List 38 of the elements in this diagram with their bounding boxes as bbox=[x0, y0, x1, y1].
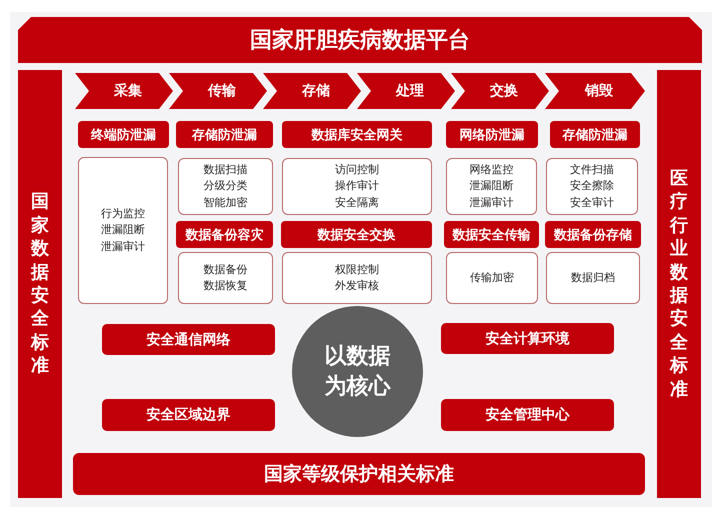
capability-bar: 安全计算环境 bbox=[441, 323, 614, 354]
base-standard-bar: 国家等级保护相关标准 bbox=[73, 453, 645, 495]
feature-item: 泄漏审计 bbox=[101, 238, 145, 255]
category-header: 数据备份存储 bbox=[545, 221, 641, 248]
feature-item: 泄漏审计 bbox=[470, 194, 514, 211]
category-header: 数据安全交换 bbox=[281, 221, 432, 248]
feature-item: 访问控制 bbox=[335, 162, 379, 178]
category-header: 存储防泄漏 bbox=[176, 121, 273, 148]
category-header: 数据安全传输 bbox=[444, 221, 539, 248]
feature-item: 泄漏阻断 bbox=[470, 178, 514, 194]
feature-item: 分级分类 bbox=[204, 178, 248, 194]
feature-item: 泄漏阻断 bbox=[101, 222, 145, 238]
feature-item: 数据扫描 bbox=[204, 162, 248, 178]
capability-bar: 安全区域边界 bbox=[102, 399, 275, 431]
feature-item: 行为监控 bbox=[101, 206, 145, 222]
capability-bar: 安全通信网络 bbox=[102, 324, 275, 355]
category-header: 网络防泄漏 bbox=[446, 121, 538, 148]
title-banner: 国家肝胆疾病数据平台 bbox=[18, 17, 702, 63]
feature-item: 安全隔离 bbox=[335, 194, 379, 211]
capability-bar: 安全管理中心 bbox=[441, 399, 614, 431]
feature-item: 数据恢复 bbox=[204, 278, 248, 294]
feature-item: 传输加密 bbox=[470, 270, 514, 286]
feature-item: 数据归档 bbox=[571, 270, 615, 286]
feature-item: 智能加密 bbox=[204, 194, 248, 211]
feature-item: 数据备份 bbox=[204, 262, 248, 278]
feature-item: 网络监控 bbox=[470, 162, 514, 178]
category-header: 存储防泄漏 bbox=[550, 121, 640, 148]
category-header: 终端防泄漏 bbox=[78, 121, 169, 148]
feature-item: 权限控制 bbox=[335, 262, 379, 278]
side-standard-banner: 国家数据安全标准 bbox=[18, 70, 62, 498]
side-standard-banner: 医疗行业数据安全标准 bbox=[657, 70, 701, 498]
feature-item: 安全审计 bbox=[570, 194, 614, 211]
feature-item: 外发审核 bbox=[335, 278, 379, 294]
feature-item: 操作审计 bbox=[335, 178, 379, 194]
category-header: 数据库安全网关 bbox=[282, 121, 432, 148]
feature-item: 文件扫描 bbox=[570, 162, 614, 178]
feature-item: 安全擦除 bbox=[570, 178, 614, 194]
category-header: 数据备份容灾 bbox=[176, 221, 273, 248]
